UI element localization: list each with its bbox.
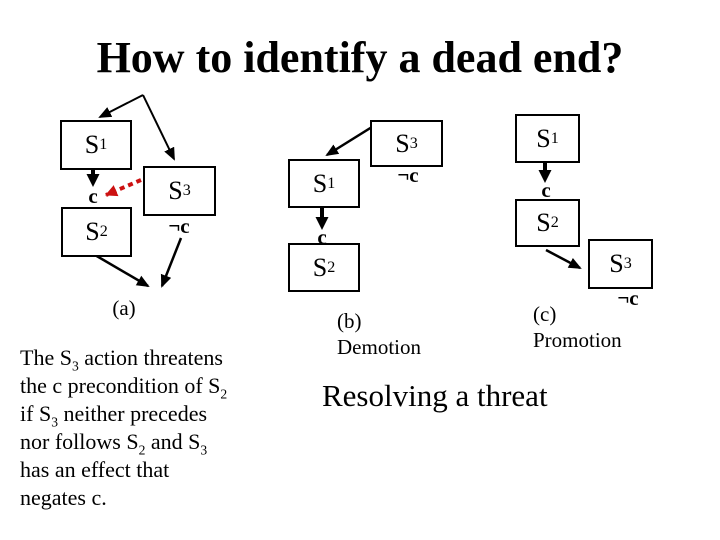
ordering-arrow-s2-down-a [94,253,150,288]
state-label: S [609,249,624,278]
effect-not-c-c: ¬c [617,286,639,310]
ordering-arrow-notc-down-a [160,237,183,288]
caption-b: (b) Demotion [337,308,421,360]
ordering-arrow-s3-to-s1-b [325,125,373,157]
text-line: The S3 action threatens [20,345,223,374]
caption-b-letter: (b) [337,309,362,333]
state-label: S [84,130,100,159]
ordering-arrow-s2-to-s3-c [545,248,582,270]
effect-not-c-a: ¬c [168,214,190,238]
slide-title: How to identify a dead end? [96,33,624,82]
state-label: S [312,252,328,282]
state-label: S [85,217,100,246]
text-line: if S3 neither precedes [20,401,208,430]
threat-arrow-s3-to-c [105,178,142,197]
caption-b-method: Demotion [337,335,421,359]
precondition-c-b: c [317,225,327,249]
caption-c: (c) Promotion [533,301,622,353]
caption-c-method: Promotion [533,328,622,352]
ordering-arrow-apex-to-s1-a [98,94,144,118]
state-label: S [168,176,183,205]
precondition-c-c: c [541,178,551,202]
precondition-c-a: c [88,184,98,208]
caption-c-letter: (c) [533,302,557,326]
effect-not-c-b: ¬c [397,163,419,187]
ordering-arrow-apex-to-s3-a [142,94,175,161]
text-line: has an effect that [20,457,170,482]
state-label: S [312,168,328,198]
resolving-threat-caption: Resolving a threat [322,378,548,413]
caption-a: (a) [112,296,136,320]
text-line: negates c. [20,485,107,510]
threat-explanation-text: The S3 action threatens the c preconditi… [20,344,300,512]
state-label: S [536,208,551,237]
state-label: S [536,123,551,153]
text-line: nor follows S2 and S3 [20,429,208,458]
state-label: S [395,128,410,158]
text-line: the c precondition of S2 [20,373,228,402]
